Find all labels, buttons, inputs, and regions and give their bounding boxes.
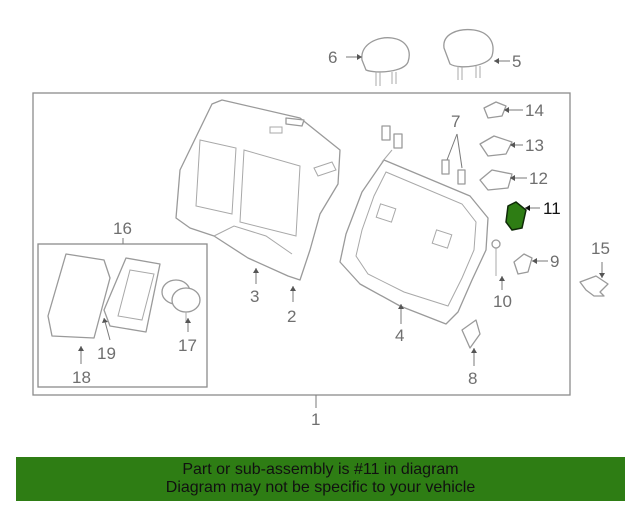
callout-10: 10 [493, 292, 512, 311]
latch-10[interactable] [491, 239, 501, 276]
callout-14: 14 [525, 101, 544, 120]
callout-8: 8 [468, 369, 477, 388]
leader-lines [78, 54, 605, 408]
clip-14[interactable] [483, 101, 507, 119]
callout-2: 2 [287, 307, 296, 326]
callout-17: 17 [178, 336, 197, 355]
bolt-set[interactable] [381, 125, 466, 185]
cupholder-17[interactable] [161, 279, 201, 322]
assembly-frame [32, 92, 571, 396]
callout-16: 16 [113, 219, 132, 238]
seatback-cushion[interactable] [175, 99, 341, 281]
hinge-15[interactable] [579, 275, 609, 297]
callout-labels: 6 5 7 14 13 12 11 9 15 10 8 4 3 2 16 17 … [72, 48, 610, 429]
headrest-left[interactable] [361, 37, 410, 86]
armrest-18[interactable] [47, 253, 111, 339]
callout-11: 11 [543, 199, 561, 218]
callout-4: 4 [395, 326, 404, 345]
callout-3: 3 [250, 287, 259, 306]
cover-8[interactable] [461, 319, 481, 349]
bracket-9[interactable] [513, 253, 533, 275]
callout-1: 1 [311, 410, 320, 429]
seatback-frame[interactable] [339, 149, 489, 325]
part-11-highlighted[interactable] [505, 201, 527, 231]
callout-18: 18 [72, 368, 91, 387]
info-banner: Part or sub-assembly is #11 in diagram D… [16, 457, 625, 501]
callout-19: 19 [97, 344, 116, 363]
cover-12[interactable] [479, 169, 513, 191]
callout-13: 13 [525, 136, 544, 155]
banner-line-1: Part or sub-assembly is #11 in diagram [182, 461, 459, 478]
callout-7: 7 [451, 112, 460, 131]
headrest-right[interactable] [443, 28, 494, 80]
callout-12: 12 [529, 169, 548, 188]
trim-13[interactable] [479, 135, 513, 157]
callout-5: 5 [512, 52, 521, 71]
callout-15: 15 [591, 239, 610, 258]
armrest-frame-19[interactable] [103, 257, 161, 333]
banner-line-2: Diagram may not be specific to your vehi… [165, 479, 476, 496]
callout-9: 9 [550, 252, 559, 271]
callout-6: 6 [328, 48, 337, 67]
